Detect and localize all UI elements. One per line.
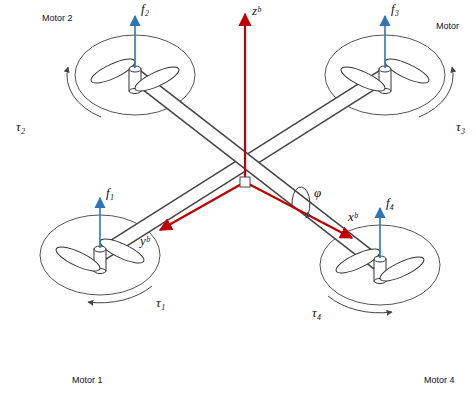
frame-center xyxy=(240,177,250,187)
torque-arc xyxy=(67,67,453,313)
motor-name: Motor xyxy=(436,22,459,32)
body-axis xyxy=(160,14,352,238)
thrust-arrow xyxy=(100,16,385,258)
motor-name: Motor 2 xyxy=(42,14,73,24)
frame-arm xyxy=(100,75,385,265)
thrust-label: f₃ xyxy=(391,2,399,16)
axis-label: xᵇ xyxy=(348,210,357,224)
propeller xyxy=(53,55,431,286)
thrust-label: f₂ xyxy=(141,2,149,16)
thrust-label: f₄ xyxy=(386,196,394,210)
rotor-disc xyxy=(40,35,445,305)
roll-arc xyxy=(292,187,310,218)
axis-label: zᵇ xyxy=(252,4,261,18)
angle-label: φ xyxy=(314,186,321,200)
thrust-label: f₁ xyxy=(106,186,114,200)
torque-label: τ₂ xyxy=(16,120,25,134)
torque-label: τ₃ xyxy=(456,120,465,134)
axis-label: yᵇ xyxy=(140,234,149,248)
torque-label: τ₄ xyxy=(312,306,321,320)
motor-name: Motor 1 xyxy=(72,376,103,386)
motor-name: Motor 4 xyxy=(424,376,455,386)
torque-label: τ₁ xyxy=(156,296,165,310)
